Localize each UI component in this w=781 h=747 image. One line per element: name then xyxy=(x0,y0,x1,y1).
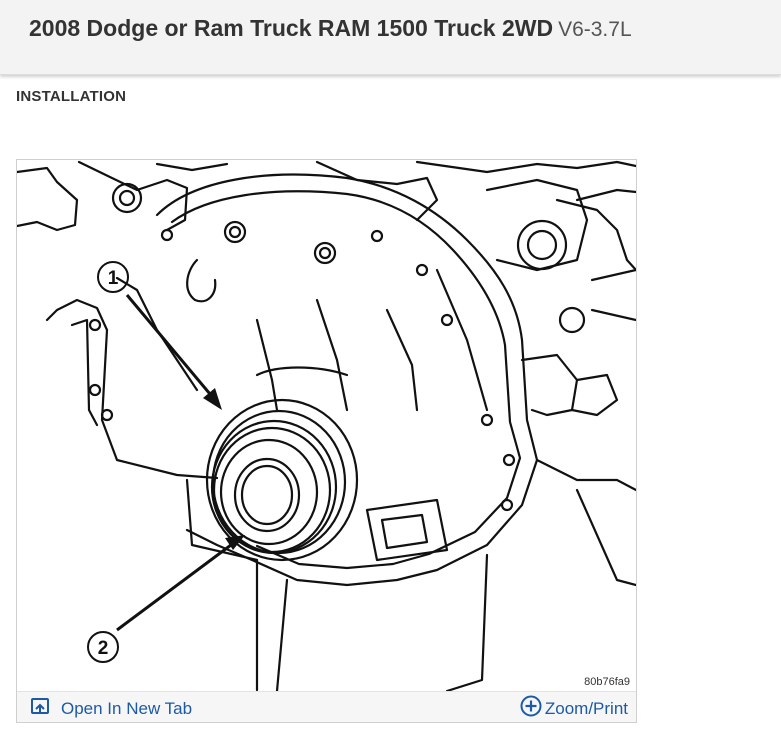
page-title: 2008 Dodge or Ram Truck RAM 1500 Truck 2… xyxy=(29,15,632,42)
callout-1: 1 xyxy=(108,268,119,289)
zoom-print-link[interactable]: Zoom/Print xyxy=(520,695,628,722)
open-in-new-tab-link[interactable]: Open In New Tab xyxy=(31,698,192,719)
vehicle-title: 2008 Dodge or Ram Truck RAM 1500 Truck 2… xyxy=(29,15,554,41)
callout-2: 2 xyxy=(98,638,109,659)
zoom-plus-icon xyxy=(520,695,542,722)
open-new-tab-icon xyxy=(31,698,49,719)
rear-main-seal-diagram: 1 2 xyxy=(17,160,636,691)
engine-label: V6-3.7L xyxy=(558,18,632,41)
installation-figure: 1 2 80b76fa9 Open In New Tab xyxy=(16,159,637,723)
page-header: 2008 Dodge or Ram Truck RAM 1500 Truck 2… xyxy=(0,0,781,75)
section-heading: INSTALLATION xyxy=(16,88,127,105)
open-in-new-tab-label: Open In New Tab xyxy=(61,698,193,718)
figure-toolbar: Open In New Tab Zoom/Print xyxy=(17,691,636,722)
figure-code: 80b76fa9 xyxy=(584,676,630,688)
zoom-print-label: Zoom/Print xyxy=(544,698,628,718)
